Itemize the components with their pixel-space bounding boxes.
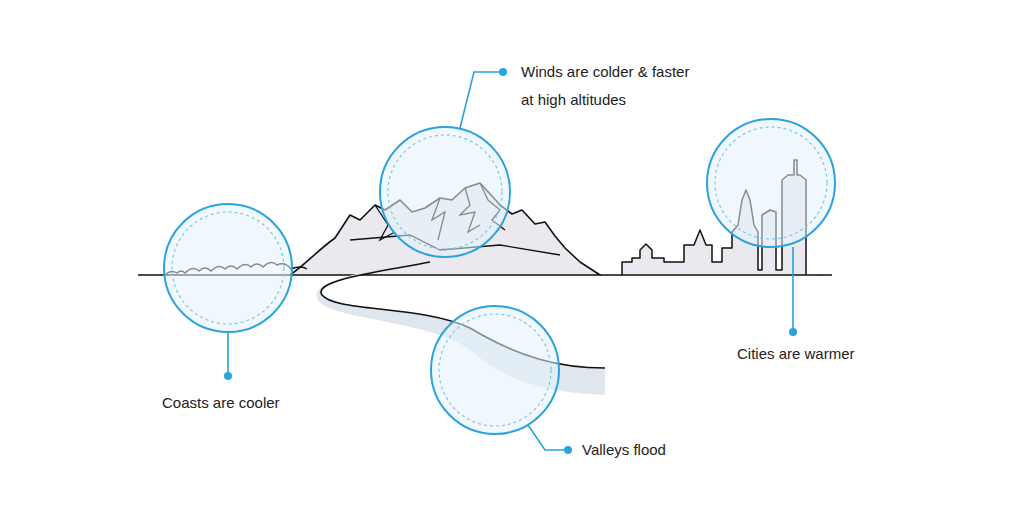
leader-dots bbox=[224, 68, 797, 454]
callout-label: Valleys flood bbox=[582, 436, 782, 464]
callout-label: Winds are colder & faster at high altitu… bbox=[521, 58, 691, 114]
leader-lines bbox=[228, 72, 793, 450]
callout-label: Coasts are cooler bbox=[162, 389, 362, 417]
callout-label: Cities are warmer bbox=[737, 340, 937, 368]
callout-circles bbox=[164, 119, 835, 434]
